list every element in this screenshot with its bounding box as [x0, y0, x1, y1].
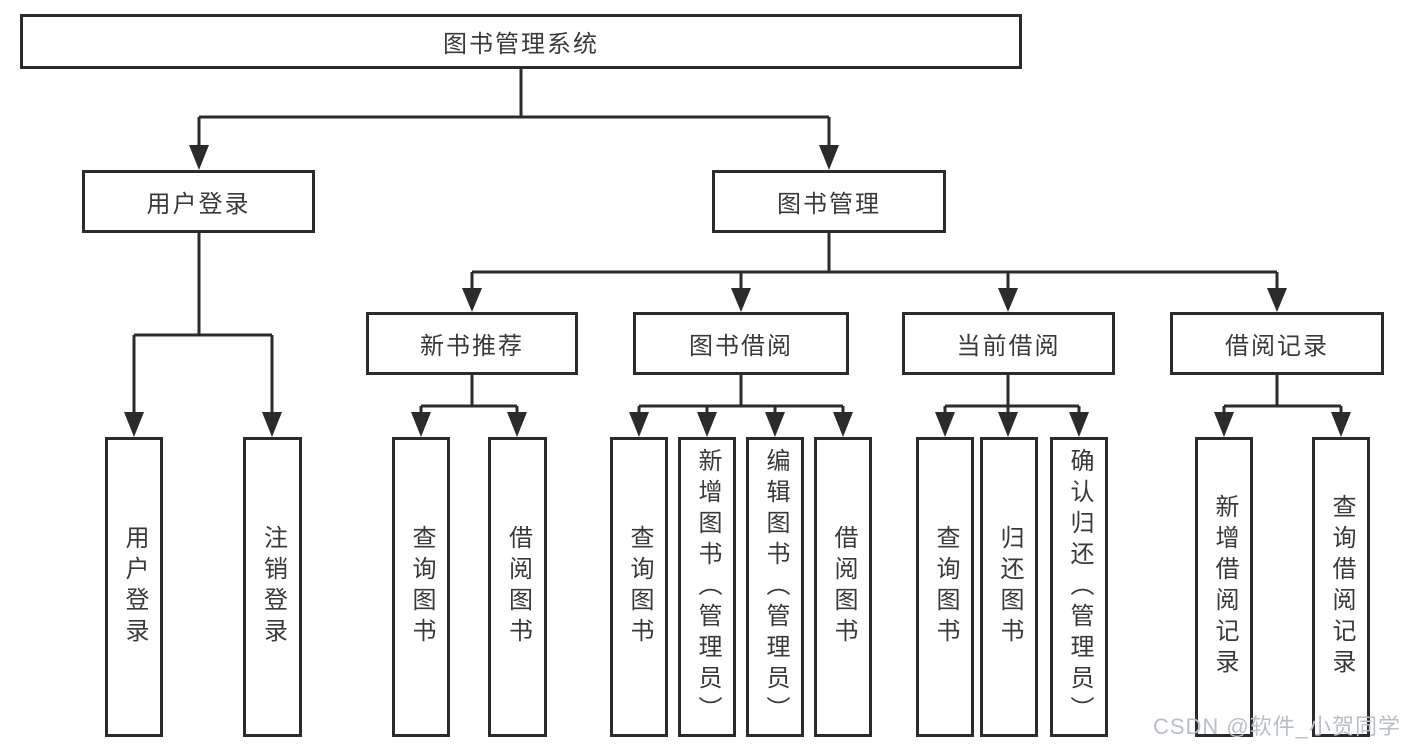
- arrowhead-book-borrow: [731, 288, 751, 312]
- node-label: 新增图书（管理员）: [694, 447, 721, 727]
- node-label: 查询图书: [626, 525, 653, 649]
- arrowhead-add-book: [697, 412, 717, 437]
- node-label: 图书管理系统: [443, 31, 599, 58]
- arrowhead-borrow-1: [507, 412, 527, 437]
- node-label: 用户登录: [121, 525, 148, 649]
- node-leaf-query-books-3: 查询图书: [916, 437, 974, 737]
- arrowhead-current-borrow: [998, 288, 1018, 312]
- connector-new-book: [419, 375, 519, 418]
- node-label: 查询借阅记录: [1328, 494, 1355, 680]
- node-label: 归还图书: [996, 525, 1023, 649]
- arrowhead-return-book: [998, 412, 1018, 437]
- arrowhead-borrow-2: [833, 412, 853, 437]
- arrowhead-add-record: [1214, 412, 1234, 437]
- arrowhead-borrow-record: [1267, 288, 1287, 312]
- node-new-book-recommend: 新书推荐: [366, 312, 578, 375]
- node-label: 用户登录: [146, 191, 251, 218]
- node-label: 图书借阅: [689, 333, 793, 360]
- node-leaf-edit-books-admin: 编辑图书（管理员）: [746, 437, 804, 737]
- connector-book-borrow: [637, 375, 845, 418]
- node-current-borrowing: 当前借阅: [902, 312, 1115, 375]
- arrowhead-edit-book: [765, 412, 785, 437]
- csdn-watermark: CSDN @软件_小贺同学: [1152, 714, 1401, 739]
- node-label: 借阅记录: [1225, 333, 1329, 360]
- node-label: 借阅图书: [830, 525, 857, 649]
- connector-book-mgmt: [470, 233, 1279, 294]
- node-leaf-confirm-return-admin: 确认归还（管理员）: [1050, 437, 1108, 737]
- node-label: 借阅图书: [504, 525, 532, 649]
- node-leaf-return-books: 归还图书: [980, 437, 1038, 737]
- node-label: 当前借阅: [956, 333, 1061, 360]
- node-book-borrowing: 图书借阅: [633, 312, 849, 375]
- node-leaf-user-login: 用户登录: [105, 437, 163, 737]
- arrowhead-logout: [262, 412, 282, 437]
- arrowhead-query-3: [935, 412, 955, 437]
- node-label: 查询图书: [408, 525, 435, 649]
- node-user-login: 用户登录: [82, 170, 315, 233]
- node-leaf-logout: 注销登录: [243, 437, 302, 737]
- arrowhead-confirm-return: [1069, 412, 1089, 437]
- node-leaf-add-borrow-record: 新增借阅记录: [1195, 437, 1253, 737]
- node-leaf-borrow-books-1: 借阅图书: [488, 437, 547, 737]
- arrowhead-new-book: [462, 288, 482, 312]
- node-label: 图书管理: [777, 191, 881, 218]
- arrowhead-query-2: [629, 412, 649, 437]
- node-leaf-borrow-books-2: 借阅图书: [814, 437, 872, 737]
- node-leaf-add-books-admin: 新增图书（管理员）: [678, 437, 736, 737]
- connector-current-borrow: [943, 375, 1081, 418]
- node-label: 新增借阅记录: [1211, 494, 1238, 680]
- arrowhead-query-1: [411, 412, 431, 437]
- node-label: 新书推荐: [420, 333, 524, 360]
- arrowhead-query-record: [1331, 412, 1351, 437]
- connector-user-login: [132, 233, 274, 418]
- node-library-system: 图书管理系统: [20, 14, 1022, 69]
- node-label: 查询图书: [932, 525, 959, 649]
- connector-root: [197, 69, 831, 150]
- node-label: 注销登录: [259, 525, 287, 649]
- node-label: 确认归还（管理员）: [1066, 447, 1093, 727]
- node-label: 编辑图书（管理员）: [762, 447, 789, 727]
- arrowhead-book-mgmt: [819, 145, 839, 170]
- node-leaf-query-books-2: 查询图书: [610, 437, 668, 737]
- arrowhead-user-login: [189, 145, 209, 170]
- node-borrowing-records: 借阅记录: [1170, 312, 1384, 375]
- arrowhead-login: [124, 412, 144, 437]
- connector-borrow-record: [1222, 375, 1343, 418]
- node-book-management: 图书管理: [712, 170, 946, 233]
- node-leaf-query-borrow-record: 查询借阅记录: [1312, 437, 1370, 737]
- node-leaf-query-books-1: 查询图书: [392, 437, 450, 737]
